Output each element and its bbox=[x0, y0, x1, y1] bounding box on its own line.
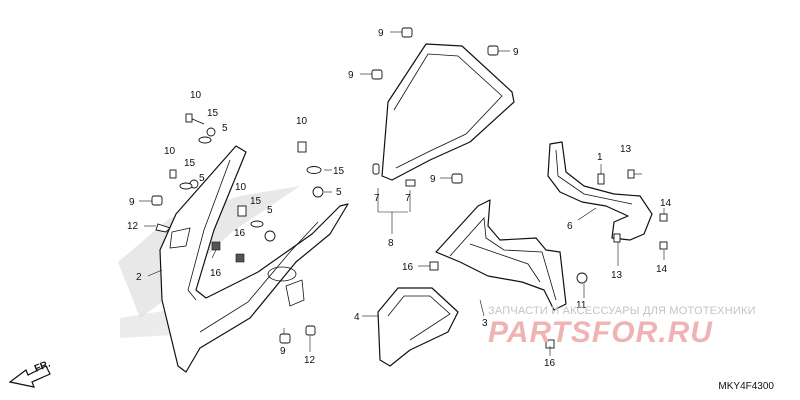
callout-7: 7 bbox=[374, 193, 380, 204]
callout-16: 16 bbox=[210, 268, 222, 279]
callout-15: 15 bbox=[207, 108, 219, 119]
collar-icon bbox=[264, 230, 276, 242]
callout-7: 7 bbox=[405, 193, 411, 204]
rubber-mount-icon bbox=[371, 69, 383, 80]
washer-icon bbox=[306, 166, 322, 174]
rubber-mount-icon bbox=[151, 195, 163, 206]
callout-16: 16 bbox=[234, 228, 246, 239]
callout-13: 13 bbox=[620, 144, 632, 155]
callout-9: 9 bbox=[513, 47, 519, 58]
callout-9: 9 bbox=[129, 197, 135, 208]
callout-10: 10 bbox=[235, 182, 247, 193]
rubber-mount-icon bbox=[487, 45, 499, 56]
collar-icon bbox=[312, 186, 324, 198]
stay-icon bbox=[597, 173, 605, 185]
grommet-icon bbox=[405, 179, 416, 187]
nut-icon bbox=[659, 241, 668, 250]
callout-10: 10 bbox=[296, 116, 308, 127]
washer-icon bbox=[250, 220, 264, 228]
callout-13: 13 bbox=[611, 270, 623, 281]
clip-nut-icon bbox=[235, 253, 245, 263]
grommet-icon bbox=[372, 163, 380, 175]
bolt-icon bbox=[305, 325, 316, 336]
windscreen bbox=[381, 43, 515, 181]
callout-labels: 9 9 9 9 9 9 10 10 10 10 15 15 15 15 5 5 … bbox=[127, 28, 672, 369]
callout-10: 10 bbox=[164, 146, 176, 157]
callout-9: 9 bbox=[280, 346, 286, 357]
hardware bbox=[151, 27, 668, 349]
callout-2: 2 bbox=[136, 272, 142, 283]
rubber-mount-icon bbox=[401, 27, 413, 38]
lower-cover bbox=[377, 287, 459, 367]
callout-5: 5 bbox=[336, 187, 342, 198]
callout-16: 16 bbox=[402, 262, 414, 273]
bolt-icon bbox=[613, 233, 621, 243]
callout-14: 14 bbox=[660, 198, 672, 209]
inner-panel bbox=[435, 199, 567, 311]
callout-11: 11 bbox=[576, 300, 587, 311]
callout-15: 15 bbox=[250, 196, 262, 207]
callout-9: 9 bbox=[378, 28, 384, 39]
bolt-icon bbox=[627, 169, 635, 179]
callout-12: 12 bbox=[304, 355, 316, 366]
callout-9: 9 bbox=[430, 174, 436, 185]
bolt-icon bbox=[155, 223, 171, 233]
clip-nut-icon bbox=[429, 261, 439, 271]
callout-1: 1 bbox=[597, 152, 603, 163]
nut-icon bbox=[659, 213, 668, 222]
callout-3: 3 bbox=[482, 318, 488, 329]
callout-15: 15 bbox=[184, 158, 196, 169]
rubber-mount-icon bbox=[451, 173, 463, 184]
callout-12: 12 bbox=[127, 221, 139, 232]
bolt-icon bbox=[169, 169, 177, 179]
callout-4: 4 bbox=[354, 312, 360, 323]
washer-icon bbox=[179, 182, 193, 190]
callout-8: 8 bbox=[388, 238, 394, 249]
diagram-reference-code: MKY4F4300 bbox=[718, 381, 774, 392]
callout-10: 10 bbox=[190, 90, 202, 101]
watermark-caption: ЗАПЧАСТИ И АКСЕССУАРЫ ДЛЯ МОТОТЕХНИКИ bbox=[488, 305, 756, 317]
front-direction-indicator: FR. bbox=[8, 358, 64, 395]
clip-nut-icon bbox=[211, 241, 221, 251]
callout-5: 5 bbox=[267, 205, 273, 216]
callout-6: 6 bbox=[567, 221, 573, 232]
screw-icon bbox=[576, 272, 588, 284]
front-arrow-icon: FR. bbox=[8, 358, 52, 388]
callout-5: 5 bbox=[222, 123, 228, 134]
callout-15: 15 bbox=[333, 166, 345, 177]
watermark-logo: PARTSFOR.RU bbox=[488, 316, 713, 349]
callout-14: 14 bbox=[656, 264, 668, 275]
callout-9: 9 bbox=[348, 70, 354, 81]
bolt-icon bbox=[185, 113, 193, 123]
bolt-icon bbox=[297, 141, 307, 153]
callout-16: 16 bbox=[544, 358, 556, 369]
collar-icon bbox=[206, 127, 216, 137]
leader-lines bbox=[139, 31, 665, 356]
upper-cowl bbox=[159, 145, 349, 373]
rubber-mount-icon bbox=[279, 333, 291, 344]
cowl-stay bbox=[547, 141, 653, 241]
bolt-icon bbox=[237, 205, 247, 217]
callout-5: 5 bbox=[199, 173, 205, 184]
washer-icon bbox=[198, 136, 212, 144]
